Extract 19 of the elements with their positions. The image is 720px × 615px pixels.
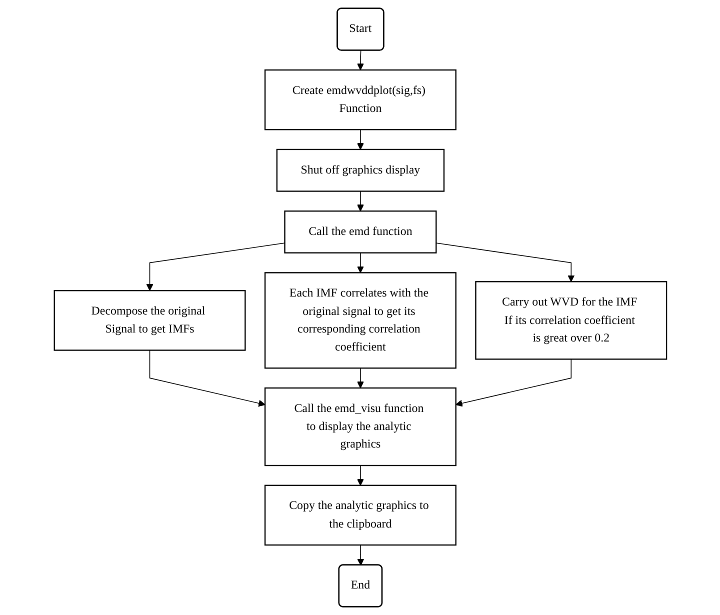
arrow	[148, 350, 265, 407]
arrow	[356, 50, 364, 70]
arrow	[356, 252, 364, 274]
node-box: Carry out WVD for the IMF If its correlation coefficient is great over 0.2	[474, 281, 667, 360]
arrow	[356, 368, 364, 388]
node-box: Create emdwvddplot(sig,fs) Function	[264, 69, 456, 130]
arrow	[356, 544, 364, 566]
node-box: Copy the analytic graphics to the clipboard	[264, 484, 456, 546]
arrow	[356, 465, 364, 486]
node-box: Each IMF correlates with the original signal to get its corresponding correlation coefficient	[264, 272, 456, 369]
arrow	[146, 242, 285, 291]
arrow	[435, 242, 574, 282]
arrow	[356, 129, 364, 150]
node-box: Call the emd function	[284, 210, 436, 254]
node-box: Decompose the original Signal to get IMFs	[53, 290, 246, 351]
arrow	[455, 358, 572, 407]
arrow	[356, 190, 364, 212]
node-box: Call the emd_visu function to display the analytic graphics	[264, 387, 456, 466]
node-box: Shut off graphics display	[276, 148, 444, 192]
